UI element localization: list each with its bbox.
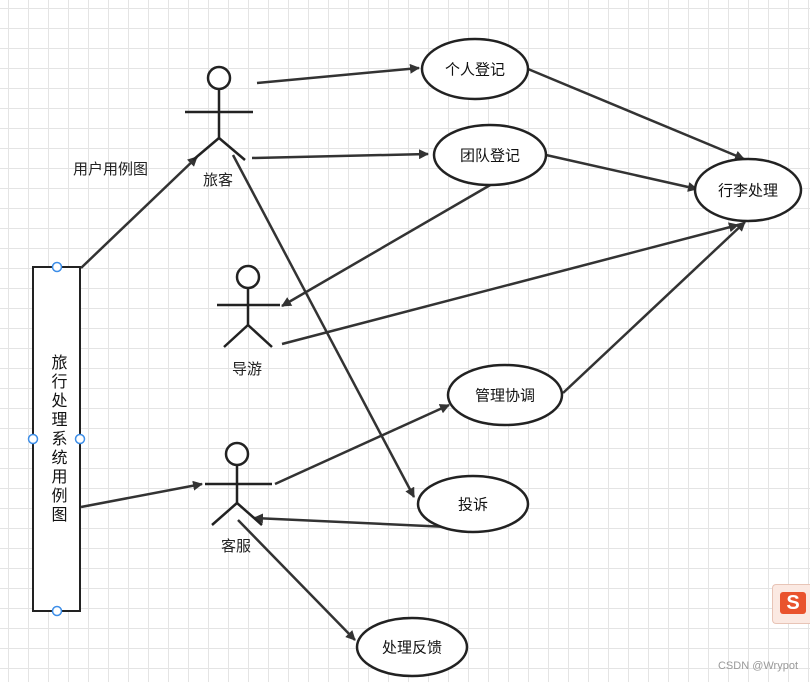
edge-traveler-complaint[interactable] (231, 154, 416, 498)
actor-guide-label: 导游 (232, 361, 263, 378)
edge-guide-luggage[interactable] (281, 222, 739, 346)
usecase-group-register[interactable] (432, 123, 548, 187)
system-box-text: 旅行处理系统用例图 (33, 267, 80, 611)
selection-handles[interactable] (27, 261, 86, 617)
usecase-group-register-label: 团队登记 (459, 147, 521, 165)
edge-system-service[interactable] (80, 480, 203, 509)
edge-system-traveler[interactable] (80, 156, 198, 269)
usecase-coordination[interactable] (446, 363, 564, 427)
edge-group-register-guide[interactable] (281, 182, 493, 308)
usecase-coordination-label: 管理协调 (474, 387, 536, 405)
edge-traveler-personal-register[interactable] (256, 63, 420, 85)
edge-coordination-luggage[interactable] (562, 221, 746, 394)
edge-group-register-luggage[interactable] (545, 153, 698, 192)
system-box-label: 旅行处理系统用例图 (48, 353, 66, 525)
edge-complaint-service[interactable] (253, 513, 471, 530)
actor-guide-figure[interactable] (217, 264, 280, 348)
usecase-feedback[interactable] (355, 616, 469, 678)
actor-service-figure[interactable] (205, 441, 272, 526)
usecase-complaint-label: 投诉 (457, 496, 489, 514)
edge-traveler-group-register[interactable] (251, 149, 429, 160)
sogou-letter: S (780, 592, 806, 614)
actor-traveler-label: 旅客 (203, 172, 234, 189)
actor-service-label: 客服 (221, 538, 252, 555)
usecase-personal-register[interactable] (420, 37, 530, 101)
actor-traveler-figure[interactable] (185, 65, 253, 161)
diagram-caption: 用户用例图 (73, 161, 149, 178)
csdn-watermark: CSDN @Wrypot (717, 660, 798, 672)
edge-personal-register-luggage[interactable] (527, 67, 745, 161)
usecase-luggage[interactable] (693, 157, 803, 223)
usecase-luggage-label: 行李处理 (717, 182, 779, 200)
edge-service-coordination[interactable] (274, 403, 450, 486)
usecase-feedback-label: 处理反馈 (381, 639, 443, 657)
usecase-complaint[interactable] (416, 474, 530, 534)
sogou-ime-icon[interactable]: S (772, 584, 810, 624)
edge-service-feedback[interactable] (237, 519, 356, 641)
usecase-personal-register-label: 个人登记 (444, 61, 506, 79)
